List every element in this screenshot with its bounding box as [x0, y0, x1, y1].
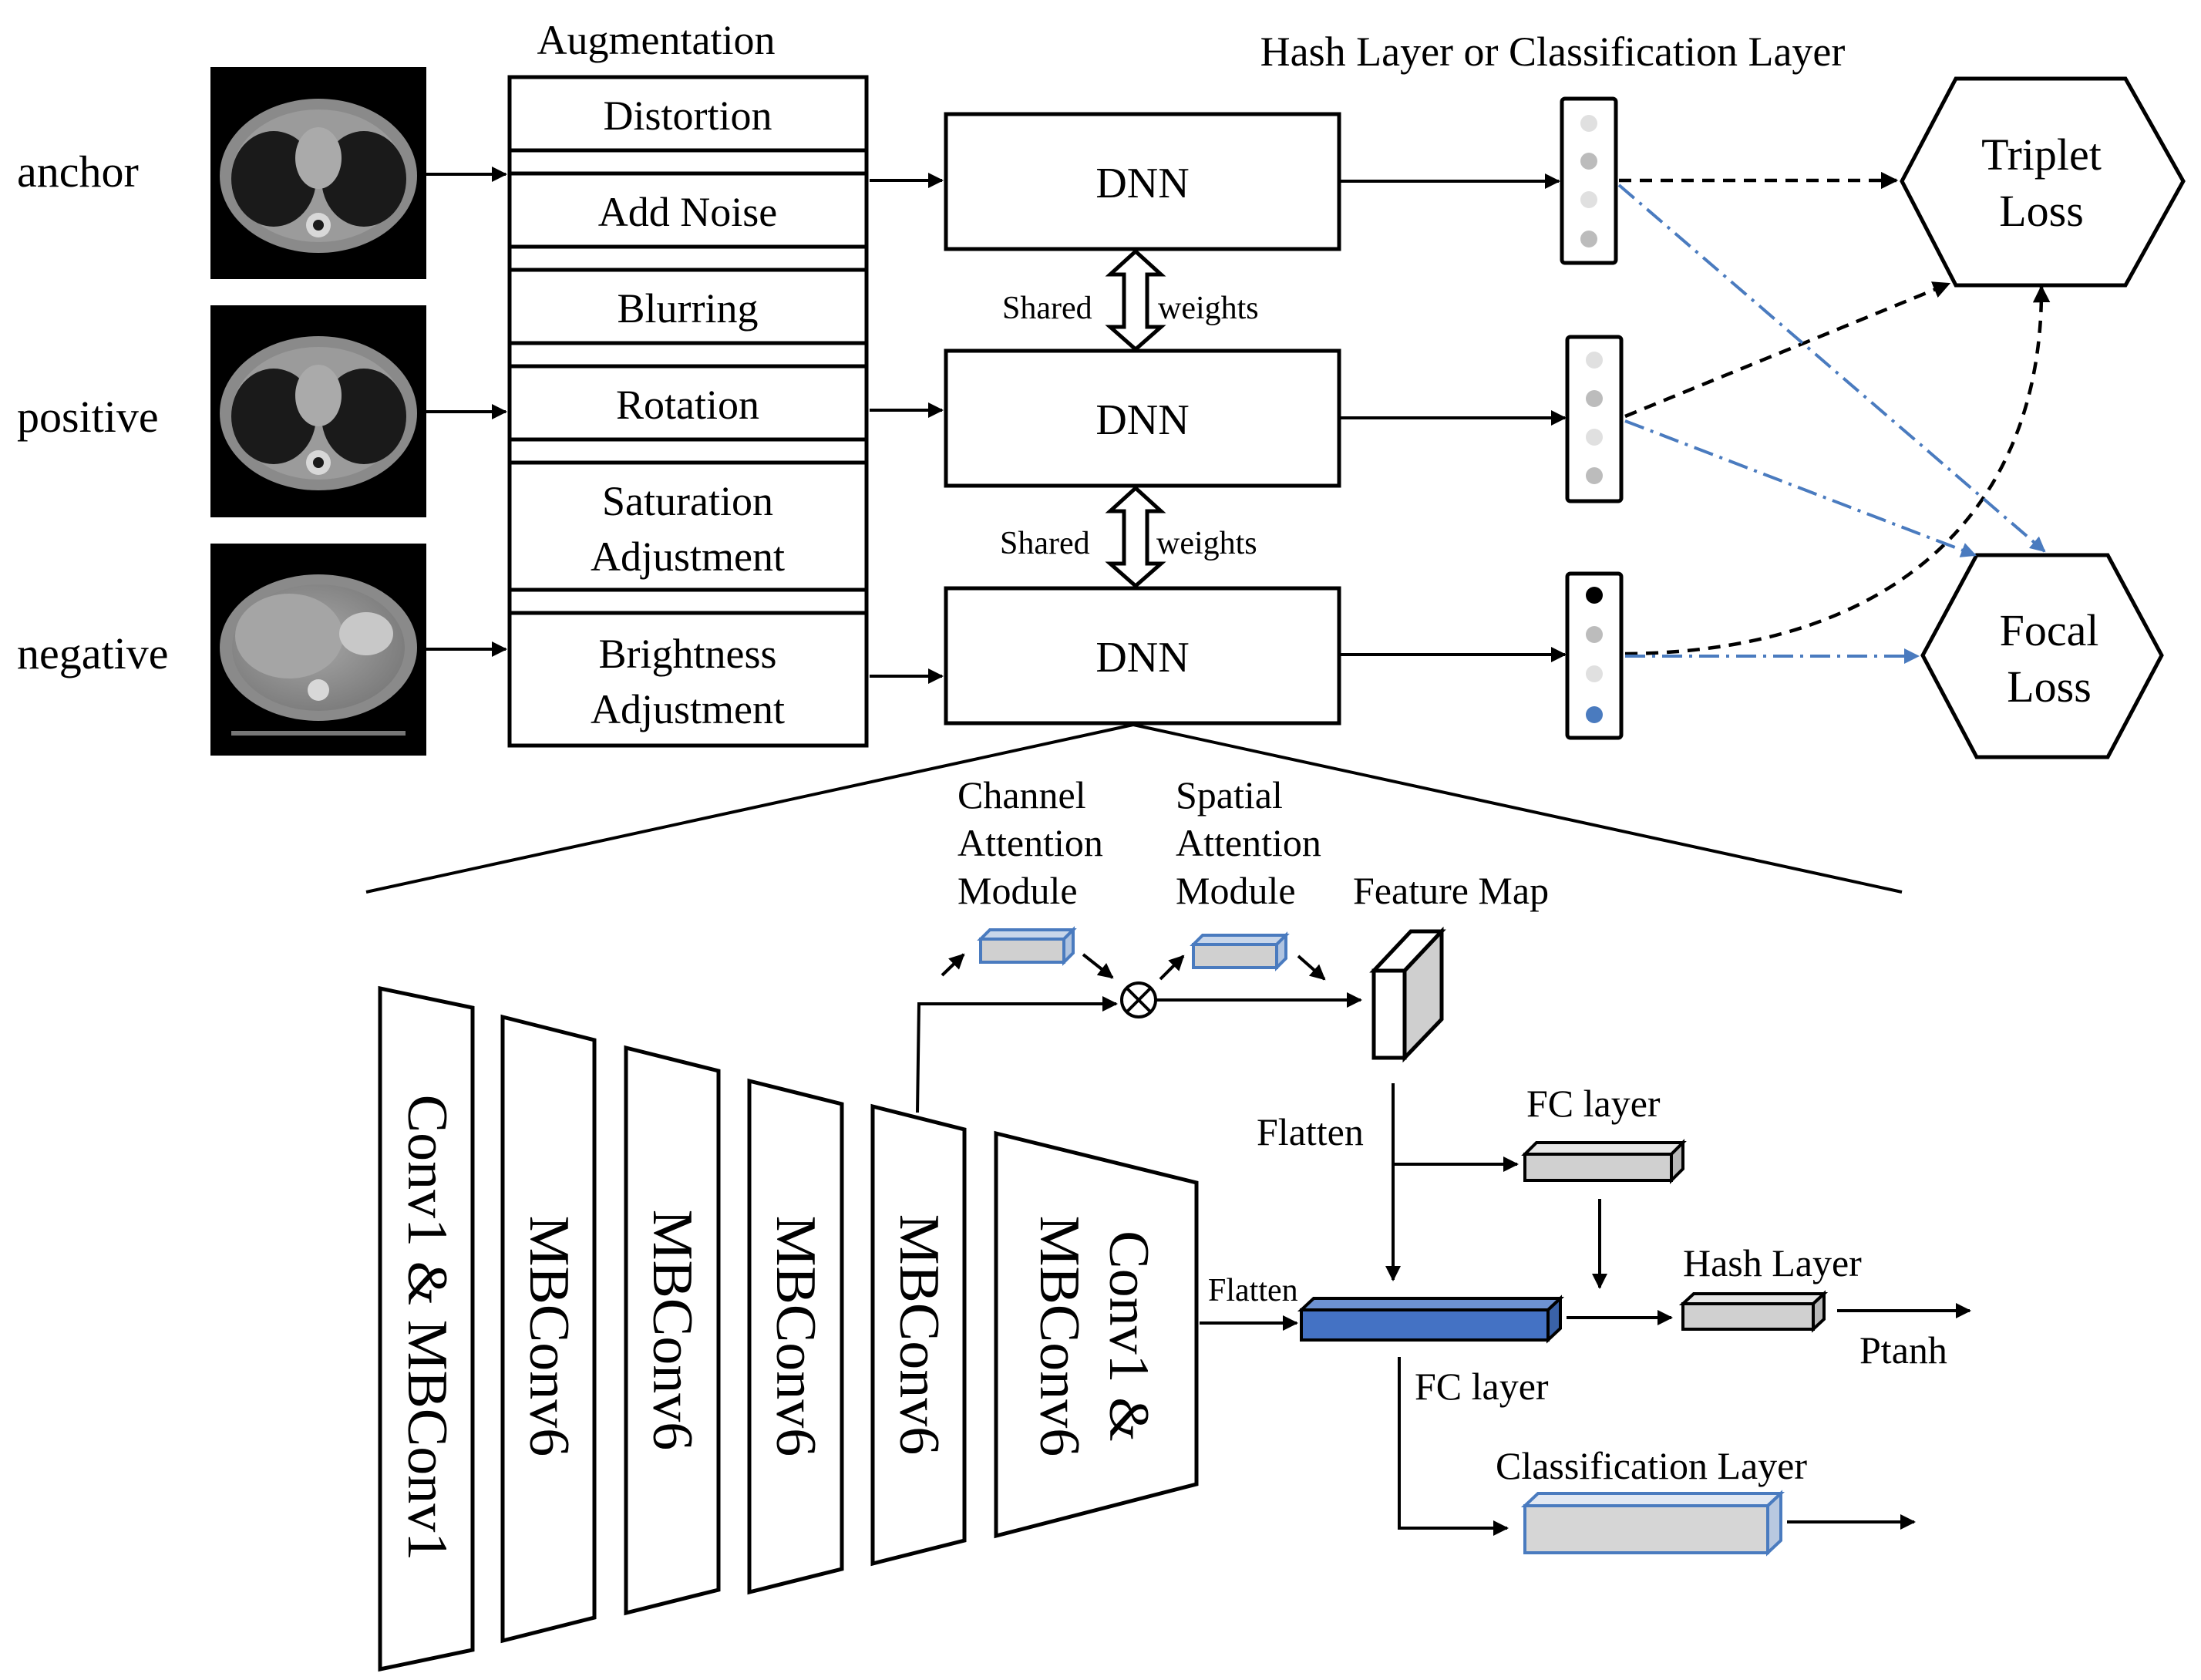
hash-or-classification-title: Hash Layer or Classification Layer — [1260, 29, 1846, 75]
dnn-label-3: DNN — [1095, 634, 1189, 682]
channel-attention-out-arrow — [1082, 953, 1114, 979]
negative-to-triplet-dashed-arrow — [1624, 284, 2051, 656]
shared-label-2: Shared — [1000, 526, 1090, 561]
aug-item-rotation — [507, 364, 869, 442]
block-mbconv6-3 — [747, 1078, 844, 1595]
dnn-label-2: DNN — [1095, 396, 1189, 444]
classification-layer-label: Classification Layer — [1496, 1444, 1807, 1487]
spatial-attention-module — [1190, 931, 1290, 971]
channel-attention-label-1: Channel — [957, 773, 1086, 816]
spatial-attention-label-1: Spatial — [1176, 773, 1283, 816]
fc-layer-lower-label: FC layer — [1415, 1365, 1549, 1408]
block-label-mbconv6-4: MBConv6 — [887, 1214, 951, 1456]
anchor-label: anchor — [17, 146, 139, 197]
block-mbconv6-4 — [870, 1103, 967, 1567]
anchor-to-focal-dashdot-arrow — [1617, 183, 2046, 553]
fc-layer-lower — [1297, 1295, 1565, 1344]
hash-vector-positive — [1565, 335, 1624, 503]
aug-label-brightness: Brightness — [598, 631, 776, 677]
aug-label-blurring: Blurring — [618, 285, 759, 332]
zoom-line-left — [365, 723, 1134, 894]
channel-attention-label-2: Attention — [957, 821, 1103, 864]
fc-layer-upper-label: FC layer — [1526, 1082, 1661, 1125]
block-label-conv1-mbconv1: Conv1 & MBConv1 — [395, 1095, 459, 1560]
shared-weights-arrow-2 — [1105, 485, 1166, 589]
aug-label-saturation: Saturation — [602, 478, 773, 524]
channel-attention-in-arrow — [941, 953, 965, 977]
block-to-multiply-arrow — [916, 996, 1118, 1113]
ct-image-anchor — [210, 67, 426, 279]
aug-label-add-noise: Add Noise — [598, 189, 777, 235]
block-label-mbconv6-1: MBConv6 — [517, 1216, 581, 1457]
zoom-line-right — [1132, 723, 1903, 894]
augmentation-title: Augmentation — [537, 17, 776, 63]
ct-image-positive — [210, 305, 426, 517]
shared-weights-arrow-1 — [1105, 248, 1166, 352]
multiply-symbol — [1120, 981, 1157, 1018]
hash-layer-label: Hash Layer — [1683, 1241, 1862, 1284]
aug-item-add-noise — [507, 171, 869, 249]
spatial-attention-in-arrow — [1159, 954, 1185, 981]
block-label-mbconv6-5: MBConv6 — [1028, 1216, 1091, 1457]
aug-label-distortion: Distortion — [603, 93, 772, 139]
weights-label-1: weights — [1158, 291, 1259, 326]
triplet-loss-label-2: Loss — [1999, 186, 2084, 236]
feature-map-block — [1369, 926, 1446, 1063]
aug-label-saturation-adjustment: Adjustment — [591, 534, 785, 580]
focal-loss-label-2: Loss — [2007, 662, 2092, 712]
block-conv1-mbconv1 — [378, 985, 475, 1672]
classification-layer-block — [1520, 1490, 1785, 1557]
ptanh-label: Ptanh — [1859, 1328, 1947, 1372]
fc-to-classification-arrow — [1398, 1357, 1509, 1536]
positive-to-triplet-dashed-arrow — [1624, 281, 1951, 419]
aug-item-saturation — [507, 460, 869, 592]
negative-label: negative — [17, 628, 168, 678]
fc-layer-upper — [1521, 1139, 1687, 1184]
feature-map-label: Feature Map — [1353, 869, 1549, 912]
triplet-loss-hexagon — [1900, 76, 2186, 288]
aug-item-distortion — [507, 75, 869, 153]
aug-label-rotation: Rotation — [616, 382, 759, 428]
spatial-attention-out-arrow — [1297, 954, 1326, 981]
block-label-mbconv6-3: MBConv6 — [764, 1216, 827, 1457]
class-vector-negative — [1565, 571, 1624, 740]
augmentation-panel — [507, 75, 869, 748]
triplet-loss-label-1: Triplet — [1981, 130, 2102, 180]
block-mbconv6-1 — [500, 1014, 597, 1644]
channel-attention-module — [977, 926, 1077, 966]
positive-label: positive — [17, 392, 159, 442]
aug-item-blurring — [507, 268, 869, 345]
ct-image-negative — [210, 544, 426, 756]
focal-loss-hexagon — [1920, 553, 2164, 759]
flatten-upper-label: Flatten — [1257, 1110, 1364, 1153]
spatial-attention-label-3: Module — [1176, 869, 1296, 912]
block-label-conv1-and: Conv1 & — [1097, 1231, 1160, 1441]
dnn-box-2 — [944, 348, 1341, 488]
focal-loss-label-1: Focal — [2000, 605, 2099, 655]
aug-item-brightness — [507, 611, 869, 748]
hash-layer-block — [1678, 1290, 1829, 1333]
dnn-box-3 — [944, 586, 1341, 726]
block-label-mbconv6-2: MBConv6 — [641, 1210, 704, 1451]
flatten-lower-label: Flatten — [1208, 1273, 1298, 1308]
channel-attention-label-3: Module — [957, 869, 1078, 912]
aug-label-brightness-adjustment: Adjustment — [591, 686, 785, 732]
hash-vector-anchor — [1560, 96, 1618, 265]
block-mbconv6-2 — [624, 1045, 721, 1616]
shared-label-1: Shared — [1002, 291, 1092, 326]
dnn-label-1: DNN — [1095, 160, 1189, 207]
spatial-attention-label-2: Attention — [1176, 821, 1321, 864]
block-conv1-mbconv6 — [994, 1130, 1199, 1539]
positive-to-focal-dashdot-arrow — [1624, 419, 1977, 557]
weights-label-2: weights — [1156, 526, 1257, 561]
